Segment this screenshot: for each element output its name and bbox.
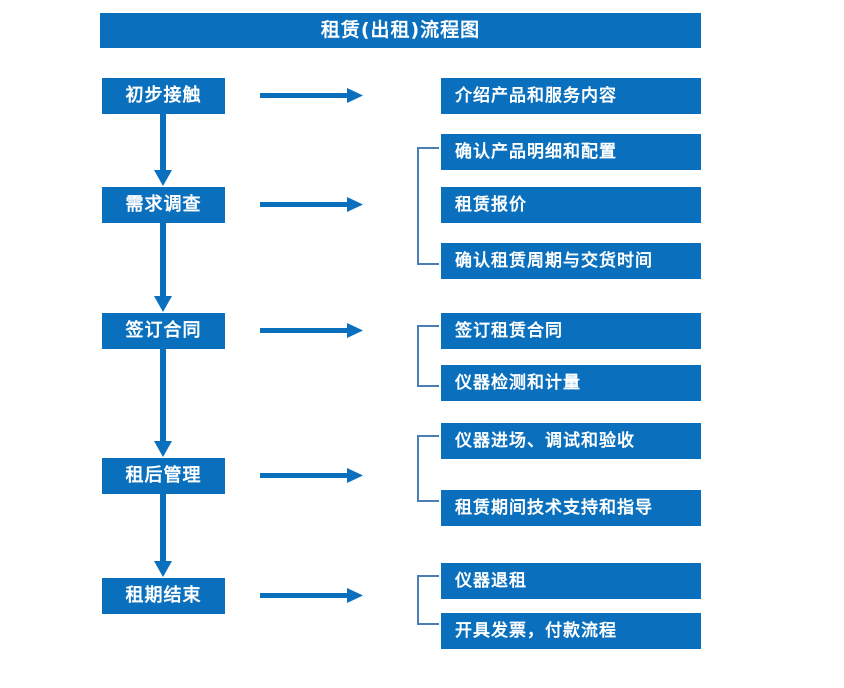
stage-box-sign-contract[interactable]: 签订合同	[102, 313, 225, 349]
down-arrow-icon-1	[152, 114, 174, 187]
right-arrow-icon-1	[260, 85, 364, 107]
page-title: 租赁(出租)流程图	[320, 19, 481, 41]
stage-label: 租后管理	[125, 465, 202, 486]
detail-label: 确认产品明细和配置	[455, 141, 617, 162]
detail-label: 确认租赁周期与交货时间	[455, 250, 653, 271]
right-arrow-icon-3	[260, 320, 364, 342]
right-arrow-icon-4	[260, 465, 364, 487]
detail-label: 仪器检测和计量	[455, 372, 581, 393]
detail-box-instrument-inspection[interactable]: 仪器检测和计量	[441, 365, 701, 401]
detail-box-instrument-entry-commissioning[interactable]: 仪器进场、调试和验收	[441, 423, 701, 459]
detail-box-confirm-rental-period[interactable]: 确认租赁周期与交货时间	[441, 243, 701, 279]
detail-box-sign-rental-contract[interactable]: 签订租赁合同	[441, 313, 701, 349]
detail-label: 签订租赁合同	[455, 320, 563, 341]
detail-label: 仪器进场、调试和验收	[455, 430, 635, 451]
stage-box-rental-end[interactable]: 租期结束	[102, 578, 225, 614]
stage-label: 签订合同	[125, 320, 202, 341]
group-bracket-rental-end	[417, 575, 439, 625]
down-arrow-icon-4	[152, 494, 174, 578]
detail-box-confirm-product-details[interactable]: 确认产品明细和配置	[441, 134, 701, 170]
detail-box-introduce-products[interactable]: 介绍产品和服务内容	[441, 78, 701, 114]
down-arrow-icon-2	[152, 223, 174, 313]
group-bracket-sign-contract	[417, 325, 439, 387]
stage-label: 租期结束	[125, 585, 202, 606]
stage-label: 需求调查	[125, 194, 202, 215]
detail-label: 仪器退租	[455, 570, 527, 591]
detail-box-technical-support[interactable]: 租赁期间技术支持和指导	[441, 490, 701, 526]
stage-box-requirement-survey[interactable]: 需求调查	[102, 187, 225, 223]
stage-box-post-rental-management[interactable]: 租后管理	[102, 458, 225, 494]
right-arrow-icon-5	[260, 585, 364, 607]
stage-box-initial-contact[interactable]: 初步接触	[102, 78, 225, 114]
right-arrow-icon-2	[260, 194, 364, 216]
stage-label: 初步接触	[125, 85, 202, 106]
detail-label: 租赁报价	[455, 194, 527, 215]
detail-box-rental-quotation[interactable]: 租赁报价	[441, 187, 701, 223]
detail-label: 开具发票，付款流程	[455, 620, 617, 641]
diagram-title-bar: 租赁(出租)流程图	[100, 13, 701, 48]
group-bracket-post-rental-management	[417, 435, 439, 502]
group-bracket-requirement-survey	[417, 147, 439, 265]
detail-box-instrument-return[interactable]: 仪器退租	[441, 563, 701, 599]
down-arrow-icon-3	[152, 349, 174, 458]
detail-label: 介绍产品和服务内容	[455, 85, 617, 106]
detail-box-invoice-payment[interactable]: 开具发票，付款流程	[441, 613, 701, 649]
detail-label: 租赁期间技术支持和指导	[455, 497, 653, 518]
